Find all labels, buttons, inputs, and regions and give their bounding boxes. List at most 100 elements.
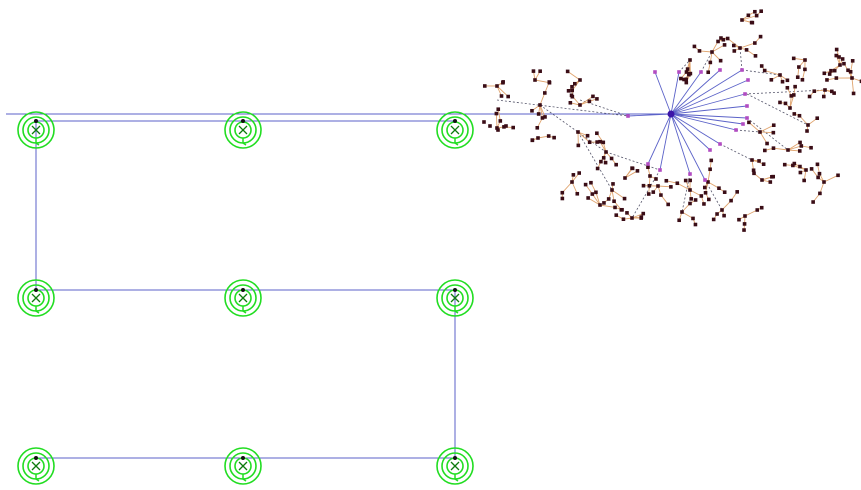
hub-spoke (670, 69, 743, 115)
sensor-node (721, 37, 726, 42)
hub-spoke (670, 113, 691, 175)
hub-spoke (659, 113, 672, 171)
sensor-node (718, 142, 722, 146)
sensor-node (699, 194, 704, 198)
sensor-node (792, 112, 797, 116)
sensor-node (598, 139, 602, 144)
sensor-node (576, 143, 581, 148)
sensor-node (759, 205, 764, 210)
path-waypoint (34, 456, 38, 460)
sensor-node (601, 156, 606, 160)
sensor-node (699, 70, 703, 74)
sensor-node (538, 103, 542, 107)
branch-link (759, 131, 768, 144)
dashed-link (577, 131, 613, 191)
hub-node (667, 110, 675, 118)
sensor-node (716, 39, 720, 44)
sensor-node (641, 183, 646, 188)
sensor-node (531, 69, 536, 73)
sensor-node (536, 136, 540, 140)
hub-spoke (670, 113, 737, 131)
path-waypoint (241, 288, 245, 292)
dashed-link (496, 99, 629, 117)
branch-link (496, 85, 509, 97)
sensor-node (708, 60, 713, 65)
sensor-node (829, 68, 833, 73)
sensor-node (587, 140, 592, 145)
sensor-node (506, 94, 510, 99)
sensor-node (709, 158, 714, 163)
sensor-node (589, 180, 593, 185)
sensor-node (501, 80, 505, 84)
sensor-node (825, 78, 829, 82)
sensor-node (743, 92, 747, 96)
sensor-node (677, 218, 681, 223)
sensor-node (602, 201, 606, 205)
sensor-node (803, 58, 807, 62)
target-node (224, 447, 262, 485)
sensor-node (765, 141, 769, 146)
sensor-node (788, 106, 792, 110)
sensor-node (798, 170, 803, 175)
sensor-node (710, 50, 714, 54)
sensor-node (688, 71, 693, 76)
branch-link (689, 189, 702, 197)
sensor-node (682, 77, 686, 82)
sensor-node (771, 174, 776, 179)
branch-link (759, 131, 774, 134)
target-node (17, 111, 55, 149)
sensor-node (731, 43, 736, 48)
sensor-node (546, 134, 551, 138)
target-node (436, 279, 474, 317)
sensor-node (816, 175, 820, 180)
hub-spoke (670, 79, 749, 115)
branch-link (748, 122, 761, 133)
sensor-node (722, 43, 727, 47)
sensor-node (741, 122, 745, 126)
sensor-node (659, 193, 663, 197)
network-nodes (482, 9, 861, 232)
sensor-node (575, 191, 580, 196)
sensor-node (754, 13, 759, 18)
sensor-node (647, 183, 652, 188)
sensor-node (586, 196, 590, 200)
sensor-node (818, 191, 822, 196)
target-grid (17, 111, 474, 485)
sensor-node (601, 140, 606, 145)
sensor-node (530, 108, 534, 113)
sensor-node (759, 9, 763, 13)
sensor-node (683, 178, 688, 183)
sensor-node (646, 192, 651, 196)
branch-link (850, 60, 854, 72)
sensor-node (802, 178, 806, 183)
sensor-node (799, 144, 804, 148)
sensor-node (658, 168, 662, 172)
sensor-node (761, 162, 766, 166)
target-node (17, 447, 55, 485)
sensor-node (800, 77, 805, 82)
sensor-node (715, 212, 719, 216)
branch-link (787, 145, 802, 151)
sensor-node (707, 197, 711, 202)
sensor-node (630, 216, 634, 220)
target-node (436, 447, 474, 485)
branch-link (599, 204, 616, 208)
sensor-node (569, 93, 574, 98)
sensor-node (623, 176, 627, 180)
sensor-node (791, 56, 796, 61)
hub-spoke (670, 71, 680, 115)
sensor-node (653, 70, 657, 74)
sensor-node (717, 186, 721, 190)
sensor-node (742, 222, 747, 226)
sensor-node (798, 140, 802, 145)
sensor-node (785, 85, 790, 90)
sensor-node (533, 78, 537, 82)
sensor-node (599, 159, 603, 164)
sensor-node (809, 167, 814, 171)
path-waypoint (241, 456, 245, 460)
sensor-node (740, 18, 744, 22)
branch-link (789, 95, 792, 109)
sensor-node (646, 165, 650, 170)
sensor-node (621, 217, 626, 222)
